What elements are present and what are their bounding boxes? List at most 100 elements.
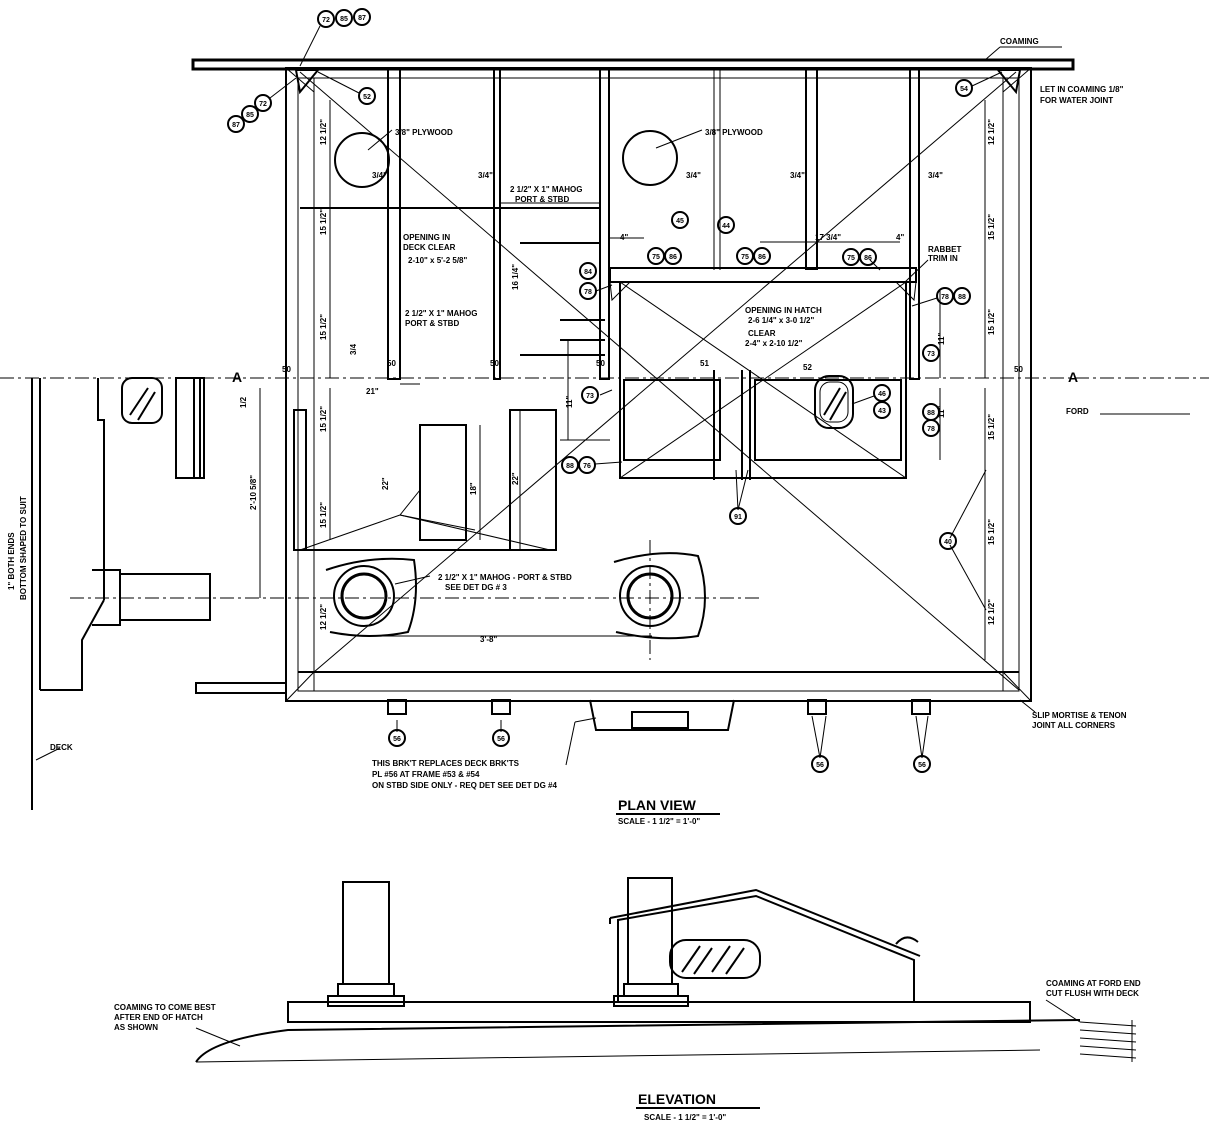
plywood-disc-right	[622, 130, 678, 186]
label-coaming-come-2: AFTER END OF HATCH	[114, 1013, 203, 1022]
label-ford: FORD	[1066, 407, 1089, 416]
label-mahog-2b: PORT & STBD	[405, 319, 459, 328]
tag-46-leader	[851, 395, 875, 405]
tag-72-top: 72	[317, 10, 335, 28]
dim-1: 12 1/2"	[319, 119, 328, 145]
tag-56-b: 56	[492, 729, 510, 747]
tag-86-b: 86	[753, 247, 771, 265]
corner-br	[1002, 671, 1032, 702]
dim-37: 51	[700, 359, 709, 368]
label-opening-deck-1: OPENING IN	[403, 233, 450, 242]
svg-text:56: 56	[918, 762, 926, 769]
label-note-2: PL #56 AT FRAME #53 & #54	[372, 770, 480, 779]
dim-19: 4"	[620, 233, 628, 242]
hatch-opening	[609, 267, 917, 480]
outer-coaming-frame	[285, 67, 1032, 702]
dim-30: 3/4"	[928, 171, 943, 180]
tag-52: 52	[358, 87, 376, 105]
plan-view: COAMING LET IN COAMING 1/8" FOR WATER JO…	[0, 37, 1209, 826]
tag-78-a-leader	[595, 284, 613, 292]
svg-text:44: 44	[722, 223, 730, 230]
dim-8: 15 1/2"	[987, 214, 996, 240]
dimension-lines	[259, 100, 986, 660]
tag-56-c: 56	[811, 755, 829, 773]
plywood-leader-2	[655, 129, 703, 149]
section-mark-left: A	[232, 369, 242, 385]
label-mahog-1a: 2 1/2" X 1" MAHOG	[510, 185, 583, 194]
dim-9: 15 1/2"	[987, 309, 996, 335]
tag-73-b: 73	[581, 386, 599, 404]
svg-text:86: 86	[758, 254, 766, 261]
tag-56-a: 56	[388, 729, 406, 747]
corner-bl	[285, 671, 315, 702]
label-coaming-ford-2: CUT FLUSH WITH DECK	[1046, 989, 1139, 998]
svg-text:75: 75	[847, 255, 855, 262]
label-rabbet-1: RABBET	[928, 245, 961, 254]
svg-text:54: 54	[960, 86, 968, 93]
dim-22: 16 1/4"	[511, 264, 520, 290]
label-coaming-come-3: AS SHOWN	[114, 1023, 158, 1032]
svg-text:86: 86	[669, 254, 677, 261]
elevation-scale: SCALE - 1 1/2" = 1'-0"	[644, 1113, 726, 1122]
tag-45: 45	[671, 211, 689, 229]
svg-text:78: 78	[927, 426, 935, 433]
vent-left-plan	[325, 557, 431, 637]
tag-78-c: 78	[922, 419, 940, 437]
elevation-title: ELEVATION	[638, 1091, 716, 1107]
tag-75-a: 75	[647, 247, 665, 265]
label-coaming-come-1: COAMING TO COME BEST	[114, 1003, 216, 1012]
svg-text:56: 56	[497, 736, 505, 743]
plywood-leader-1	[367, 129, 393, 151]
vent-right-elevation	[613, 877, 689, 1007]
svg-text:72: 72	[259, 101, 267, 108]
tag-52-leader	[317, 71, 360, 94]
dim-7: 12 1/2"	[987, 119, 996, 145]
tag-left-leader	[269, 77, 297, 99]
tag-73-a: 73	[922, 344, 940, 362]
coaming-leader-2	[984, 46, 1001, 61]
label-opening-hatch-1: OPENING IN HATCH	[745, 306, 822, 315]
svg-text:56: 56	[816, 762, 824, 769]
svg-text:87: 87	[232, 122, 240, 129]
label-plywood-left: 3/8" PLYWOOD	[395, 128, 453, 137]
dim-6: 12 1/2"	[319, 604, 328, 630]
dim-11: 15 1/2"	[987, 519, 996, 545]
deck-beams	[387, 68, 920, 380]
svg-text:78: 78	[941, 294, 949, 301]
label-rabbet-2: TRIM IN	[928, 254, 958, 263]
dim-21: 4"	[896, 233, 904, 242]
svg-text:73: 73	[927, 351, 935, 358]
tag-86-a: 86	[664, 247, 682, 265]
corner-block-tl	[294, 69, 321, 95]
tag-44: 44	[717, 216, 735, 234]
dim-12: 12 1/2"	[987, 599, 996, 625]
tag-87-left: 87	[227, 115, 245, 133]
tag-75-c: 75	[842, 248, 860, 266]
dim-26: 3/4"	[372, 171, 387, 180]
dim-31: 50	[282, 365, 291, 374]
svg-text:56: 56	[393, 736, 401, 743]
tag-46: 46	[873, 384, 891, 402]
svg-text:75: 75	[741, 254, 749, 261]
corner-tl	[285, 67, 315, 93]
hatch-porthole	[814, 375, 854, 429]
dim-25: 11"	[565, 396, 574, 408]
svg-text:46: 46	[878, 391, 886, 398]
label-both-ends-2: BOTTOM SHAPED TO SUIT	[19, 496, 28, 600]
tag-top-leader	[299, 25, 321, 67]
label-both-ends-1: 1" BOTH ENDS	[7, 532, 16, 590]
dim-27: 3/4"	[478, 171, 493, 180]
tag-84: 84	[579, 262, 597, 280]
section-mark-right: A	[1068, 369, 1078, 385]
tag-86-c: 86	[859, 248, 877, 266]
svg-text:88: 88	[958, 294, 966, 301]
svg-text:40: 40	[944, 539, 952, 546]
dim-18: 3'-8"	[480, 635, 497, 644]
label-slip-2: JOINT ALL CORNERS	[1032, 721, 1116, 730]
reference-tags: 72 85 87 52 72 85 87 54 45 44 75 86 75 8…	[227, 8, 1003, 773]
dim-34: 50	[596, 359, 605, 368]
svg-text:52: 52	[363, 94, 371, 101]
svg-text:86: 86	[864, 255, 872, 262]
tag-85-top: 85	[335, 9, 353, 27]
ford-end-hatching	[1045, 999, 1137, 1062]
